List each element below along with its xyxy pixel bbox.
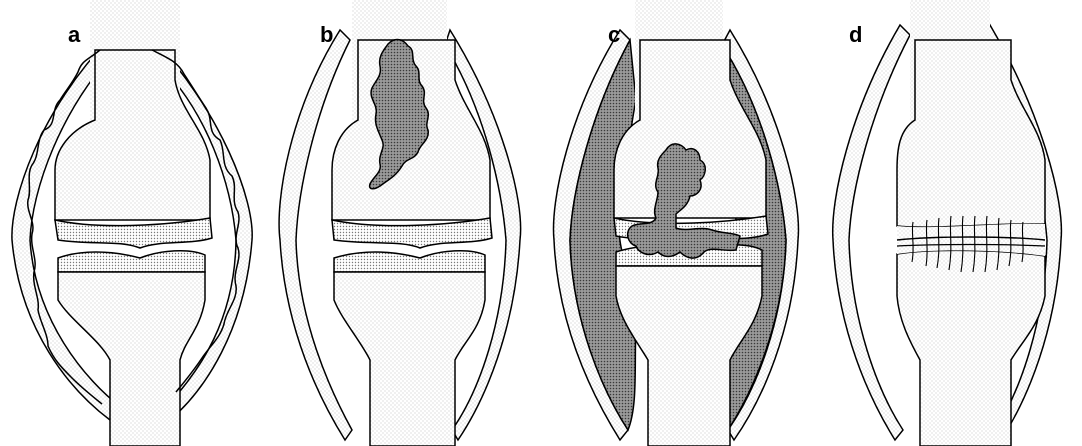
panel-label-d: d: [849, 24, 862, 46]
tibia: [58, 272, 205, 446]
panel-label-c: c: [608, 24, 620, 46]
femoral-cartilage: [55, 218, 212, 248]
panel-d: d: [815, 0, 1082, 446]
panel-b: b: [270, 0, 540, 446]
panel-a: a: [0, 0, 270, 446]
panel-label-b: b: [320, 24, 333, 46]
joint-a-illustration: [0, 0, 270, 446]
fused-bone: [897, 250, 1045, 446]
panel-label-a: a: [68, 24, 80, 46]
femoral-cartilage: [332, 218, 492, 248]
joint-c-illustration: [540, 0, 815, 446]
fused-bone: [897, 40, 1045, 227]
tibial-cartilage: [334, 251, 485, 272]
joint-d-illustration: [815, 0, 1082, 446]
tibial-cartilage: [58, 251, 205, 272]
joint-b-illustration: [270, 0, 540, 446]
panel-c: c: [540, 0, 815, 446]
